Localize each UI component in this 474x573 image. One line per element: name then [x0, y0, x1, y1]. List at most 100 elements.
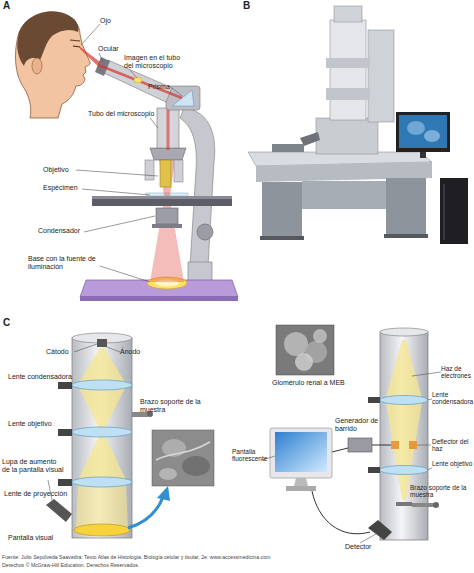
- beam-deflector: [391, 441, 399, 449]
- part-label: Lupa de aumento de la pantalla visual: [2, 458, 66, 473]
- condenser-lens: [72, 380, 132, 390]
- electron-beam: [78, 434, 126, 480]
- panel-letter: A: [3, 1, 17, 12]
- micrograph-texture: [284, 332, 308, 356]
- eyebrow: [70, 40, 80, 41]
- specimen-stub: [396, 502, 412, 506]
- part-label: Lente objetivo: [8, 420, 78, 428]
- part-label: Lente condensadora: [8, 373, 88, 381]
- objective-lens: [174, 160, 183, 182]
- pc-tower-edge: [444, 184, 445, 240]
- sem-column: [380, 332, 428, 540]
- lens-knob: [58, 479, 72, 486]
- sem-schematic: [270, 325, 439, 540]
- part-label: Lente de proyección: [4, 490, 78, 498]
- desk-foot: [384, 234, 428, 238]
- magnifier: [46, 499, 72, 522]
- condenser: [156, 208, 178, 224]
- source-note: Fuente: Julio Sepúlveda Saavedra: Texto …: [2, 555, 472, 561]
- part-label: Base con la fuente de iluminación: [28, 255, 110, 270]
- micrograph-texture: [313, 329, 327, 343]
- beam-deflector: [409, 441, 417, 449]
- desk-cabinet: [386, 178, 426, 235]
- part-label: Pantalla visual: [8, 534, 72, 542]
- micrograph-texture: [182, 456, 210, 476]
- part-label: Cátodo: [46, 348, 86, 356]
- leader-line: [74, 344, 97, 352]
- column-ring: [326, 88, 370, 100]
- leader-line: [84, 216, 155, 232]
- specimen-arm: [412, 503, 434, 507]
- sem-micrograph: [276, 325, 334, 375]
- part-label: Lente objetivo: [432, 460, 474, 467]
- projection-lens: [72, 477, 132, 487]
- leader-line: [100, 266, 150, 282]
- part-label: Glomérulo renal a MEB: [272, 379, 362, 387]
- objective-lens: [380, 466, 428, 475]
- viewing-screen: [74, 524, 130, 536]
- monitor-stand: [294, 478, 308, 486]
- prism: [172, 90, 194, 106]
- leader-line: [82, 189, 150, 195]
- leader-line: [81, 24, 100, 45]
- specimen-arm: [132, 412, 148, 417]
- copyright-note: Derechos © McGraw-Hill Education. Derech…: [2, 563, 472, 569]
- electron-beam: [78, 348, 126, 384]
- monitor-screen: [399, 115, 447, 148]
- eyepiece-beam: [101, 66, 182, 98]
- screen-image: [407, 121, 425, 135]
- condenser-ring: [152, 224, 182, 228]
- part-label: Generador de barrido: [335, 417, 380, 432]
- base-pillar: [188, 262, 212, 282]
- leader-line: [412, 372, 441, 376]
- micrograph-texture: [159, 468, 177, 480]
- light-microscope: [79, 46, 238, 301]
- focus-knob: [197, 224, 213, 240]
- micrograph-texture: [156, 442, 210, 460]
- panel-letter: C: [3, 318, 17, 329]
- eye: [73, 46, 80, 47]
- part-label: Espécimen: [43, 184, 93, 192]
- column-ring: [326, 58, 370, 68]
- control-panel: [272, 144, 304, 152]
- part-label: Ánodo: [120, 348, 160, 356]
- leader-line: [130, 70, 137, 78]
- cathode: [97, 339, 107, 347]
- screen-image: [424, 130, 440, 142]
- fluorescent-screen: [275, 432, 327, 472]
- tem-schematic: [46, 333, 214, 538]
- human-head: [16, 11, 91, 118]
- part-label: Detector: [345, 543, 385, 551]
- monitor-stand: [420, 152, 426, 158]
- base-edge: [80, 296, 238, 301]
- leader-line: [427, 399, 432, 400]
- electron-beam: [386, 340, 422, 398]
- leader-line: [99, 53, 103, 62]
- micrograph-texture: [295, 353, 313, 371]
- monitor-bezel: [270, 428, 332, 478]
- leader-line: [417, 445, 431, 446]
- part-label: Condensador: [38, 227, 98, 235]
- part-label: Prisma: [148, 83, 188, 91]
- lens-knob: [368, 467, 380, 473]
- part-label: Deflector del haz: [432, 438, 474, 452]
- signal-wire: [312, 491, 370, 534]
- objective-lens: [72, 427, 132, 437]
- pc-tower: [440, 178, 468, 244]
- desk-foot: [260, 236, 304, 240]
- column-body: [330, 20, 366, 120]
- part-label: Ojo: [100, 17, 130, 25]
- column-base: [316, 118, 378, 154]
- transfer-arrowhead: [157, 486, 170, 501]
- scan-generator: [348, 438, 372, 452]
- stage-plate: [92, 198, 232, 206]
- condenser-lens: [380, 396, 428, 405]
- objective-lens: [160, 160, 171, 187]
- tube-image: [134, 77, 142, 83]
- tem-micrograph: [152, 430, 214, 486]
- part-label: Imagen en el tubo del microscopio: [124, 54, 186, 69]
- part-label: Objetivo: [43, 166, 93, 174]
- stage-top: [92, 196, 232, 199]
- eye-beam: [79, 46, 101, 69]
